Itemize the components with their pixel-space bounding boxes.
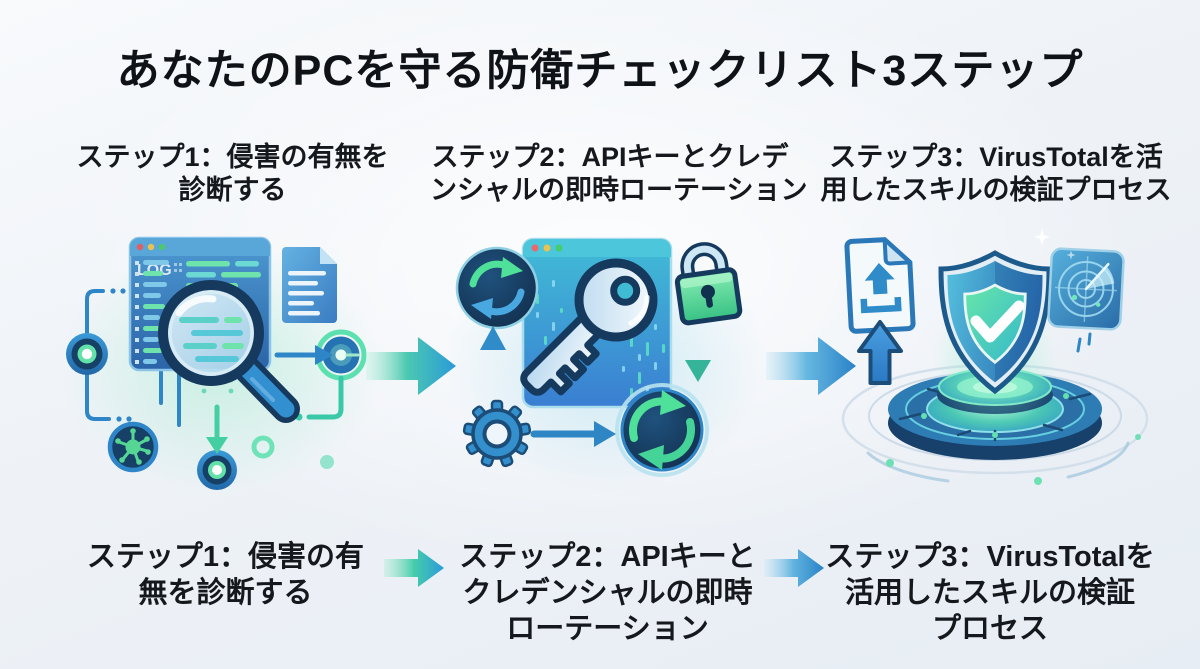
page-title: あなたのPCを守る防衛チェックリスト3ステップ (116, 47, 1084, 95)
document-icon (282, 247, 337, 323)
step2-heading-line1: ステップ2：APIキーとクレデ (431, 142, 789, 172)
network-node-icon (66, 333, 108, 375)
window-dot-yellow (543, 244, 551, 252)
step2-bottom-line2: クレデンシャルの即時 (462, 577, 753, 609)
bottom-arrow-1 (384, 549, 444, 587)
step3-heading: ステップ3：VirusTotalを活 用したスキルの検証プロセス (812, 141, 1180, 207)
log-analysis-illustration: LOG (60, 236, 380, 493)
step2-heading: ステップ2：APIキーとクレデ ンシャルの即時ローテーション (430, 141, 808, 207)
step2-heading-line2: ンシャルの即時ローテーション (430, 175, 808, 205)
window-dot-yellow (147, 243, 155, 251)
step3-bottom-line3: プロセス (931, 613, 1048, 645)
flow-connectors (85, 289, 181, 427)
step1-bottom-line2: 無を診断する (138, 577, 313, 609)
rotation-cycle-icon (455, 246, 539, 330)
upload-arrow-glyph (864, 263, 895, 295)
flow-arrow-2 (766, 337, 856, 395)
rotation-cycle-large-icon (615, 383, 709, 477)
step1-illustration: LOG (45, 213, 385, 510)
deco-dot (320, 455, 334, 469)
step3-heading-line2: 用したスキルの検証プロセス (820, 175, 1172, 205)
bottom-node-icon (197, 450, 237, 490)
up-arrow-icon (480, 326, 506, 397)
padlock-icon (674, 242, 743, 326)
step3-bottom-label: ステップ3：VirusTotalを 活用したスキルの検証 プロセス (818, 539, 1162, 647)
log-colon-dots (174, 263, 182, 272)
upload-file-icon (844, 237, 916, 334)
right-arrow-icon (530, 421, 616, 447)
right-arrow-icon (274, 345, 333, 365)
step1-bottom-label: ステップ1：侵害の有 無を診断する (58, 539, 393, 611)
step1-heading-line1: ステップ1：侵害の有無を (76, 142, 389, 172)
upload-tray-glyph (860, 296, 902, 314)
window-dot-green (555, 244, 563, 252)
api-key-rotation-illustration (445, 231, 765, 491)
step2-illustration (440, 216, 770, 511)
step3-illustration (828, 213, 1162, 510)
log-lines (135, 260, 261, 364)
step3-bottom-line1: ステップ3：VirusTotalを (825, 541, 1155, 573)
virus-node-icon (107, 421, 159, 473)
key-icon (520, 258, 658, 396)
shield-verification-illustration (841, 229, 1149, 485)
deco-green-dots (886, 434, 1141, 485)
radar-tick-dashes (1076, 332, 1092, 353)
radar-icon (1047, 247, 1125, 331)
step3-heading-line1: ステップ3：VirusTotalを活 (829, 142, 1163, 172)
step1-heading: ステップ1：侵害の有無を 診断する (60, 141, 405, 207)
sparkle-icon (1034, 229, 1076, 260)
magnifier-icon (158, 280, 300, 423)
magnified-log-lines (179, 317, 244, 362)
bottom-arrow-2 (764, 549, 824, 587)
step3-bottom-line2: 活用したスキルの検証 (844, 577, 1135, 609)
step2-bottom-line3: ローテーション (506, 613, 709, 645)
window-dot-red (531, 244, 539, 252)
gear-icon (462, 399, 532, 468)
deco-ring (251, 435, 275, 459)
shield-check-icon (941, 253, 1049, 391)
step2-bottom-line1: ステップ2：APIキーと (459, 541, 756, 573)
flow-arrow-1 (366, 337, 456, 395)
step1-bottom-line1: ステップ1：侵害の有 (86, 541, 365, 573)
down-arrow-icon (685, 320, 711, 382)
connector-dots (110, 288, 132, 422)
up-arrow-icon (857, 320, 903, 385)
window-dot-green (158, 243, 166, 251)
step1-heading-line2: 診断する (178, 175, 287, 205)
step2-bottom-label: ステップ2：APIキーと クレデンシャルの即時 ローテーション (440, 539, 775, 647)
window-dot-red (136, 243, 144, 251)
